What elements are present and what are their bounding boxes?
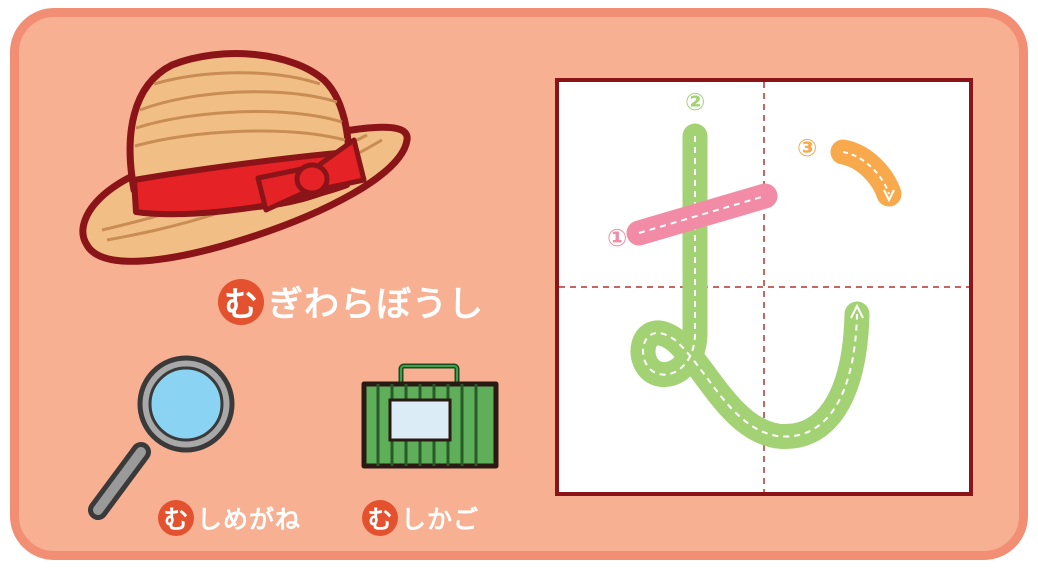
stroke-number-2: ② <box>685 88 705 116</box>
word-mushikago: む しかご <box>362 500 479 536</box>
stroke-number-3: ③ <box>797 134 817 162</box>
stroke-order-box: ① ② ③ <box>555 78 973 496</box>
stroke-number-1: ① <box>607 224 627 252</box>
insect-cage-icon <box>361 363 499 469</box>
highlight-letter: む <box>158 500 194 536</box>
highlight-letter: む <box>362 500 398 536</box>
stroke-1 <box>626 183 778 246</box>
stroke-2-arrow <box>850 303 864 319</box>
stroke-3-arrow <box>883 189 895 203</box>
word-rest: しめがね <box>197 505 302 534</box>
highlight-letter: む <box>218 278 264 325</box>
word-mugiwaraboushi: む ぎわらぼうし <box>218 276 484 327</box>
magnifying-glass-icon <box>88 355 235 520</box>
stroke-3 <box>830 139 902 207</box>
word-rest: しかご <box>401 505 480 534</box>
word-rest: ぎわらぼうし <box>268 285 485 325</box>
stroke-2-guide <box>642 136 858 438</box>
word-mushimegane: む しめがね <box>158 500 301 536</box>
straw-hat-icon <box>79 50 411 265</box>
